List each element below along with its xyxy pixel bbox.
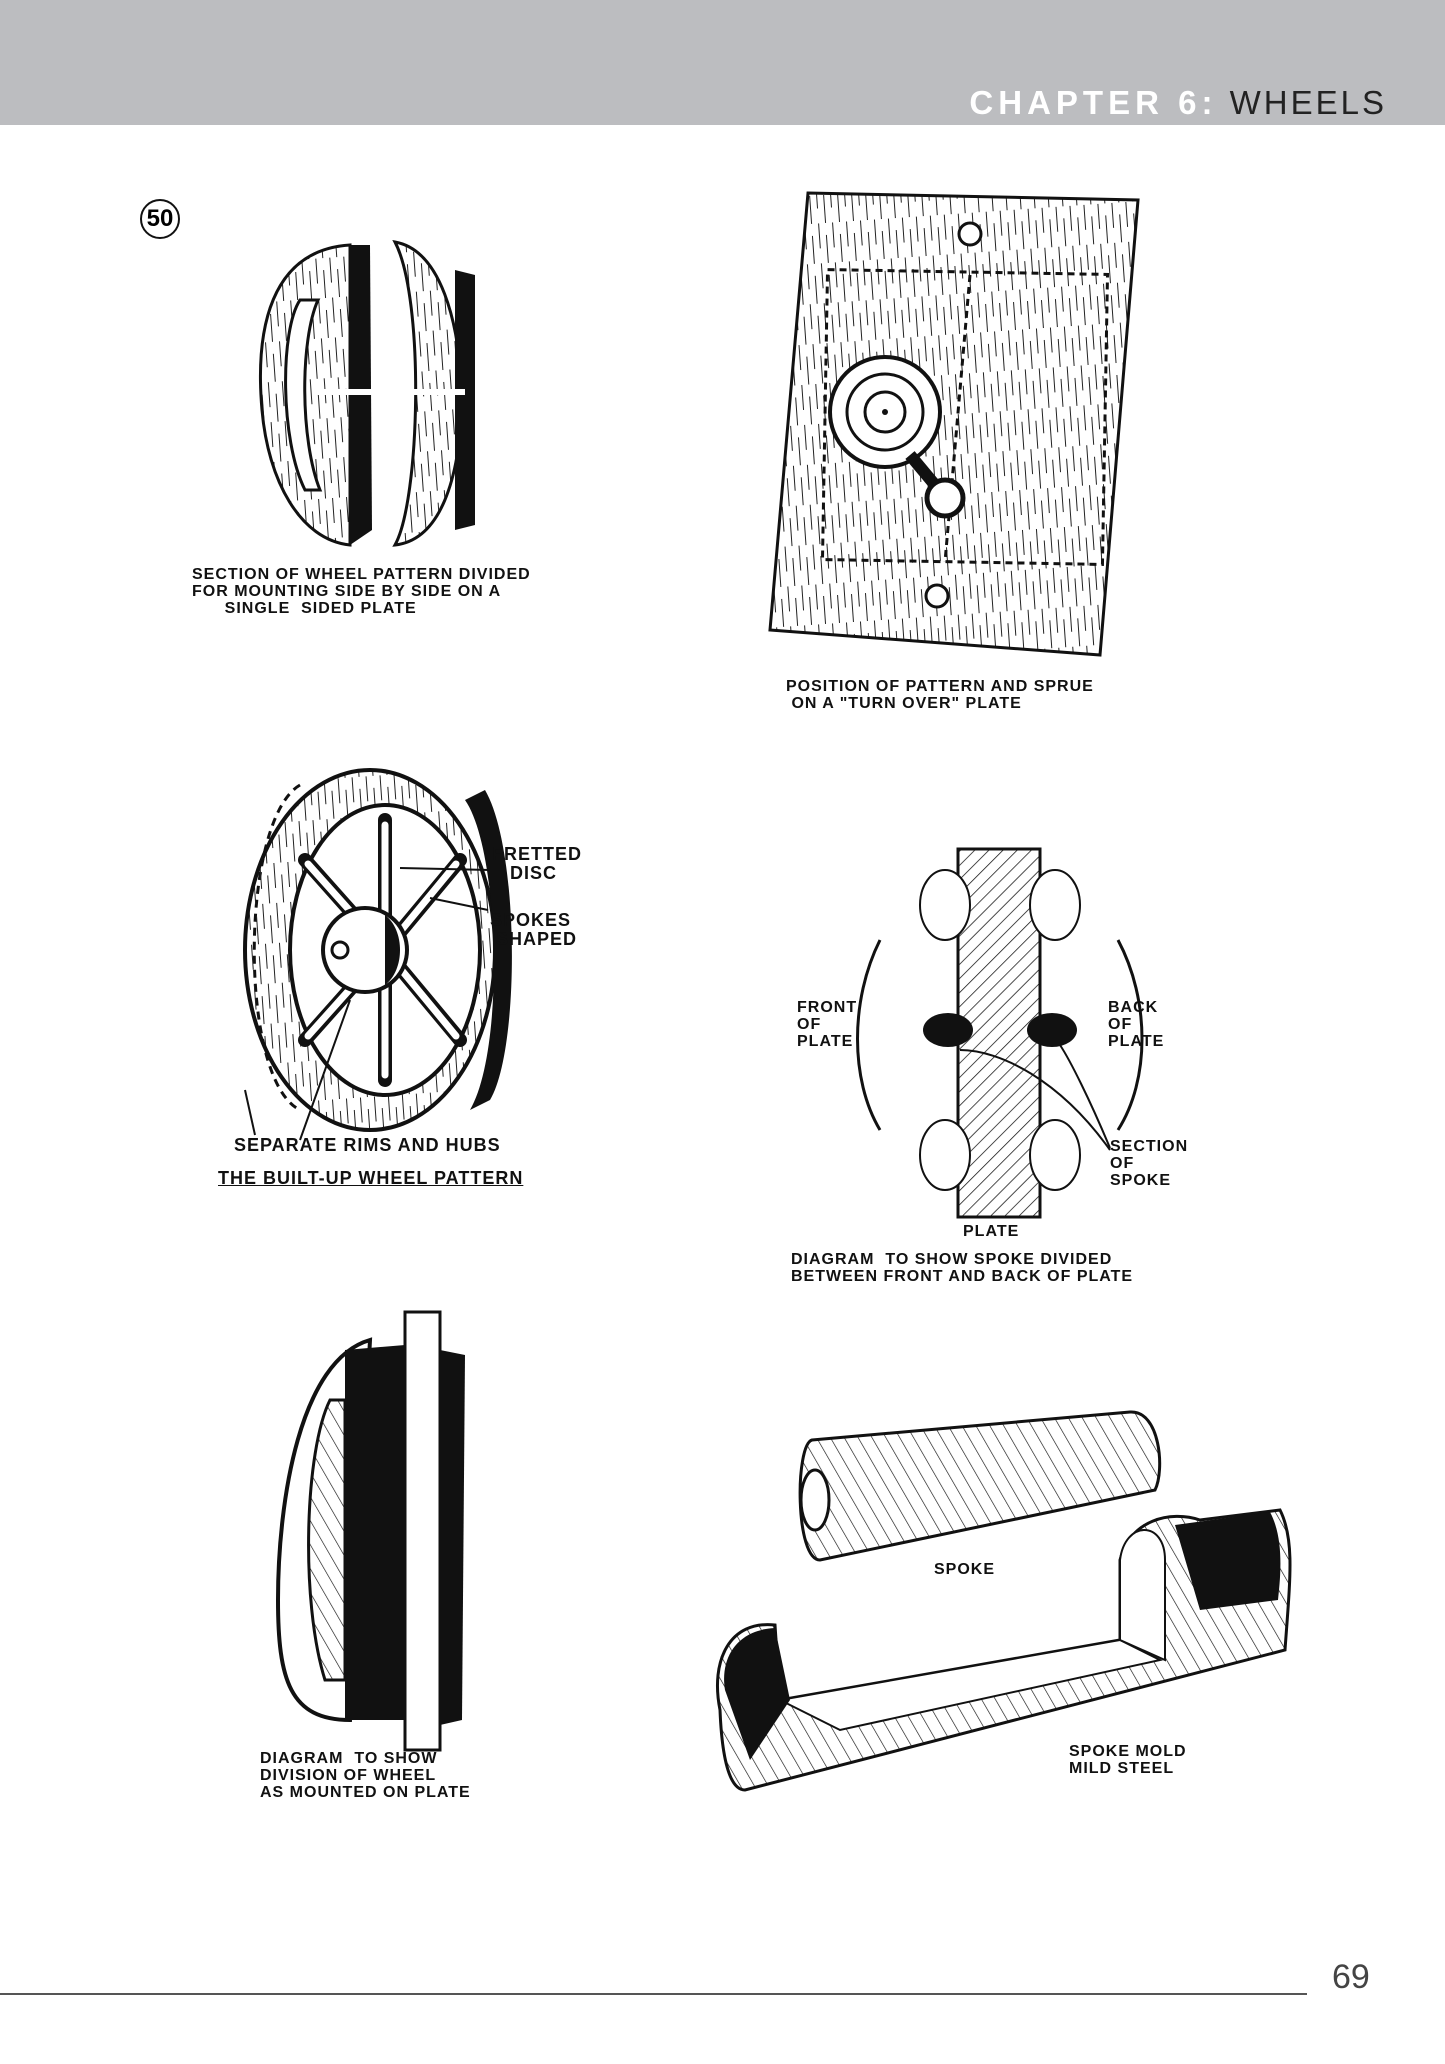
chapter-label: CHAPTER 6: bbox=[969, 84, 1218, 121]
division-caption: DIAGRAM TO SHOW DIVISION OF WHEEL AS MOU… bbox=[260, 1750, 471, 1801]
turnover-plate-illustration bbox=[768, 191, 1140, 657]
spoke-mold-illustration bbox=[715, 1410, 1292, 1792]
wheel-section-illustration bbox=[258, 239, 475, 547]
back-of-plate-label: BACK OF PLATE bbox=[1108, 999, 1165, 1050]
front-of-plate-label: FRONT OF PLATE bbox=[797, 999, 858, 1050]
page-number: 69 bbox=[1332, 1958, 1370, 1996]
turnover-plate-caption: POSITION OF PATTERN AND SPRUE ON A "TURN… bbox=[786, 678, 1094, 712]
built-up-wheel-illustration bbox=[243, 768, 512, 1141]
separate-rims-label: SEPARATE RIMS AND HUBS bbox=[234, 1135, 501, 1155]
chapter-heading: CHAPTER 6: WHEELS bbox=[969, 84, 1387, 122]
plate-label: PLATE bbox=[963, 1223, 1020, 1240]
figure-number: 50 bbox=[140, 199, 180, 239]
wheel-section-caption: SECTION OF WHEEL PATTERN DIVIDED FOR MOU… bbox=[192, 566, 531, 617]
chapter-header: CHAPTER 6: WHEELS bbox=[0, 0, 1445, 125]
spoke-section-diagram bbox=[856, 847, 1144, 1219]
built-up-wheel-title: THE BUILT-UP WHEEL PATTERN bbox=[218, 1168, 524, 1188]
spoke-diagram-caption: DIAGRAM TO SHOW SPOKE DIVIDED BETWEEN FR… bbox=[791, 1251, 1134, 1285]
spokes-shaped-label: SPOKES SHAPED bbox=[490, 910, 578, 949]
fretted-disc-label: FRETTED DISC bbox=[492, 844, 582, 883]
spoke-label: SPOKE bbox=[934, 1561, 996, 1578]
section-of-spoke-label: SECTION OF SPOKE bbox=[1110, 1138, 1189, 1189]
chapter-title: WHEELS bbox=[1229, 84, 1387, 121]
spoke-mold-label: SPOKE MOLD MILD STEEL bbox=[1069, 1743, 1187, 1777]
footer-rule bbox=[0, 1993, 1307, 1995]
wheel-division-illustration bbox=[275, 1310, 465, 1752]
